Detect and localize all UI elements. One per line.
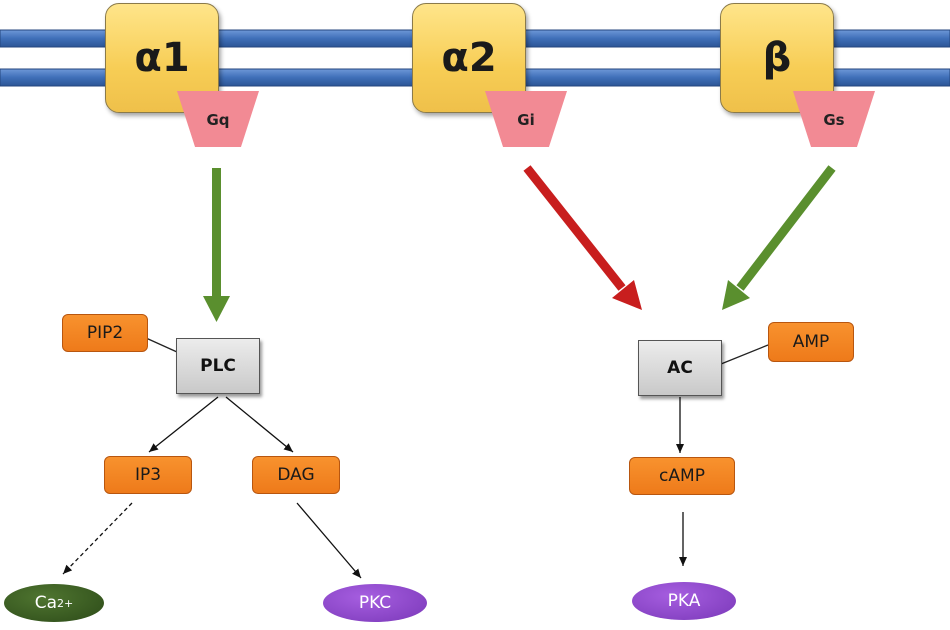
plc-to-dag-arrow bbox=[225, 396, 294, 453]
plc-to-ip3-arrow bbox=[148, 396, 219, 453]
gi-label: Gi bbox=[517, 111, 535, 129]
camp-label: cAMP bbox=[659, 466, 705, 486]
amp-ac-connector bbox=[720, 344, 769, 365]
beta-receptor: β bbox=[720, 3, 834, 113]
plc-label: PLC bbox=[200, 356, 236, 376]
pkc-node: PKC bbox=[323, 584, 427, 622]
ac-enzyme: AC bbox=[638, 340, 722, 396]
dag-label: DAG bbox=[277, 465, 315, 485]
pip2-plc-connector bbox=[145, 337, 178, 353]
dag-node: DAG bbox=[252, 456, 340, 494]
pip2-node: PIP2 bbox=[62, 314, 148, 352]
calcium-label: Ca bbox=[34, 593, 58, 613]
pkc-label: PKC bbox=[358, 593, 392, 613]
ip3-label: IP3 bbox=[134, 465, 162, 485]
gs-to-ac-arrow bbox=[722, 165, 836, 310]
ip3-to-ca-arrow bbox=[62, 502, 133, 575]
plc-enzyme: PLC bbox=[176, 338, 260, 394]
ip3-node: IP3 bbox=[104, 456, 192, 494]
pka-node: PKA bbox=[632, 582, 736, 620]
dag-to-pkc-arrow bbox=[296, 502, 362, 579]
calcium-charge: 2+ bbox=[57, 596, 74, 610]
camp-node: cAMP bbox=[629, 457, 735, 495]
gs-label: Gs bbox=[823, 111, 845, 129]
alpha2-label: α2 bbox=[441, 35, 497, 81]
pip2-label: PIP2 bbox=[86, 323, 124, 343]
amp-node: AMP bbox=[768, 322, 854, 362]
gq-to-plc-arrow bbox=[203, 168, 230, 322]
ac-label: AC bbox=[667, 358, 693, 378]
alpha2-receptor: α2 bbox=[412, 3, 526, 113]
pka-label: PKA bbox=[667, 591, 701, 611]
gi-to-ac-arrow bbox=[523, 165, 642, 310]
beta-label: β bbox=[762, 35, 792, 81]
gq-label: Gq bbox=[206, 111, 230, 129]
amp-label: AMP bbox=[792, 332, 830, 352]
alpha1-label: α1 bbox=[134, 35, 190, 81]
